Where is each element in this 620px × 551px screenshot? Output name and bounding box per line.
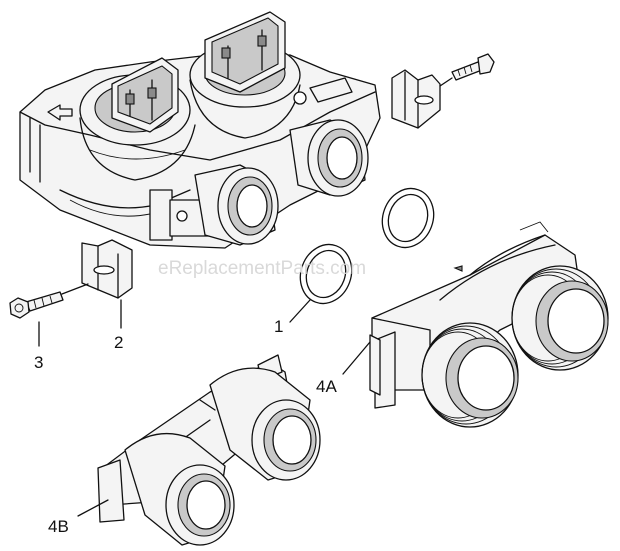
valve-body: [19, 11, 381, 249]
watermark-text: eReplacementParts.com: [158, 258, 366, 279]
upper-clip-screw: [451, 53, 495, 81]
threaded-bypass-adapter: [369, 221, 609, 428]
callout-3: 3: [34, 353, 43, 372]
screw: [9, 291, 64, 319]
callout-1: 1: [274, 317, 283, 336]
threaded-port-right: [511, 265, 609, 371]
upper-retaining-clip: [391, 69, 441, 129]
o-ring-upper: [381, 187, 435, 249]
callout-2: 2: [114, 333, 123, 352]
leader-lines: [38, 77, 453, 517]
sweat-bypass-adapter: [97, 354, 321, 546]
callout-4a: 4A: [316, 377, 337, 396]
sweat-port-left: [124, 432, 235, 546]
valve-body-right-port: [289, 119, 369, 197]
o-ring-lower: [299, 243, 353, 305]
callout-4b: 4B: [48, 517, 69, 536]
valve-body-left-port: [194, 164, 279, 246]
threaded-port-left: [421, 322, 519, 428]
sweat-port-right: [209, 367, 321, 481]
retaining-clip: [81, 239, 133, 299]
